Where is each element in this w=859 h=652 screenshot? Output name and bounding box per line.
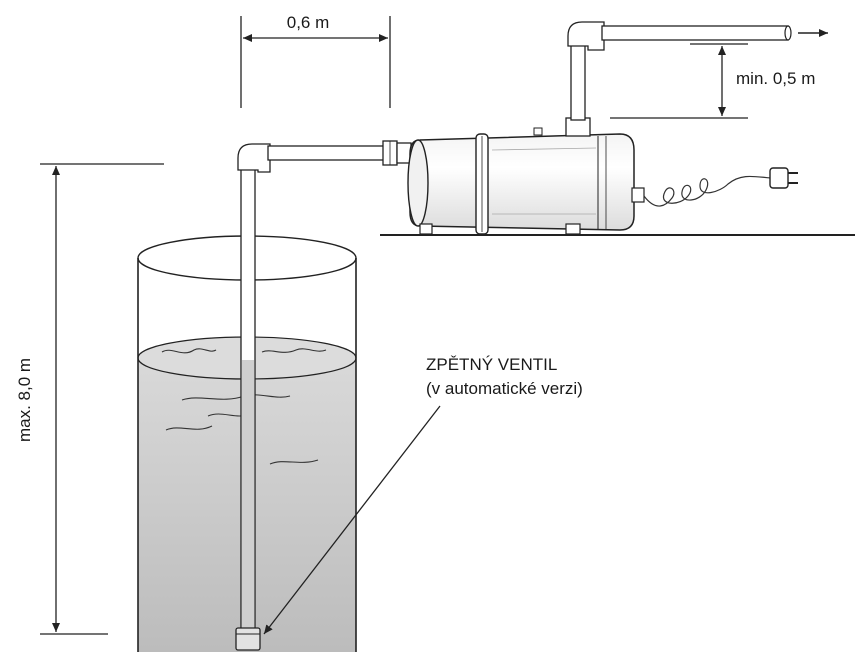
dimension-horizontal (240, 16, 391, 108)
discharge-riser (570, 39, 586, 121)
pump-motor-body (409, 133, 635, 231)
cable-gland (631, 187, 645, 203)
power-cable (643, 175, 771, 207)
suction-elbow (237, 143, 271, 173)
pump-front-cap (407, 139, 429, 227)
discharge-pipe (565, 21, 828, 137)
check-valve (235, 627, 261, 651)
dimension-vertical (40, 163, 164, 635)
pump-unit (407, 127, 645, 235)
dimension-outlet-height (610, 43, 748, 119)
water-waves (161, 348, 327, 465)
discharge-outlet (601, 25, 789, 41)
dimension-horizontal-label: 0,6 m (287, 13, 330, 32)
dimension-vertical-label: max. 8,0 m (15, 358, 34, 442)
discharge-elbow (567, 21, 605, 51)
power-plug-icon (769, 167, 798, 189)
check-valve-leader (263, 405, 441, 635)
check-valve-note: (v automatické verzi) (426, 379, 583, 398)
check-valve-title: ZPĚTNÝ VENTIL (426, 355, 557, 374)
dimension-outlet-height-label: min. 0,5 m (736, 69, 815, 88)
suction-pipe (235, 140, 412, 651)
suction-pipe-horizontal (267, 145, 385, 161)
